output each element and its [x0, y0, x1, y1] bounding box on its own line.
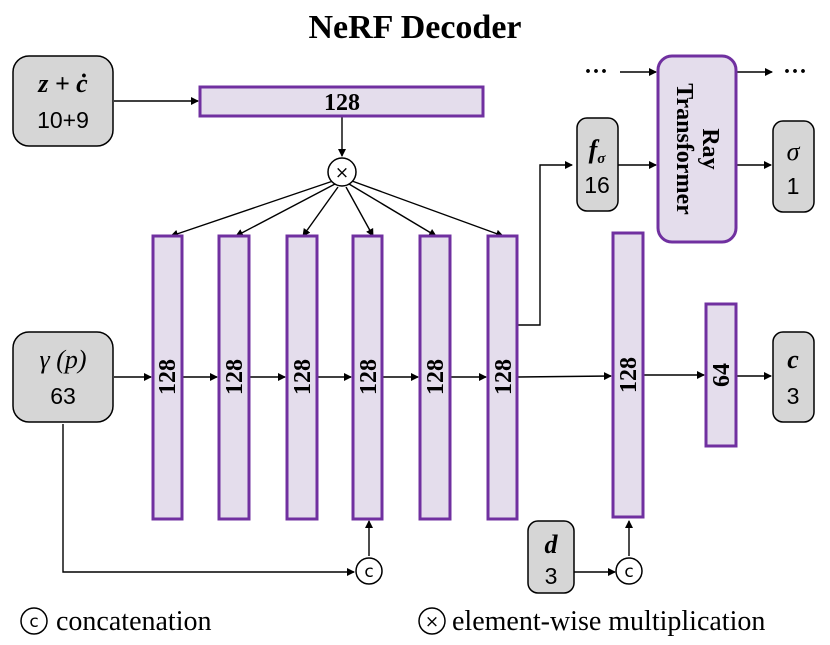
arrow-trunk-to-color-fc — [517, 372, 612, 381]
ray-transformer-line2: Transformer — [671, 83, 697, 215]
direction-input-var: d — [545, 530, 559, 559]
multiply-op-circle — [327, 157, 357, 187]
concat-op-color: c — [615, 557, 643, 585]
arrow-multiply-to-trunk-2 — [235, 183, 336, 237]
ellipsis-left: ··· — [584, 59, 608, 85]
diagram-title: NeRF Decoder — [308, 9, 521, 46]
trunk-layer-2-box — [217, 234, 251, 521]
features-dim: 16 — [584, 172, 610, 198]
density-output-node: σ 1 — [772, 120, 815, 213]
features-box — [576, 117, 619, 212]
position-input-node: γ (p) 63 — [12, 331, 114, 423]
arrow-multiply-to-trunk-3 — [302, 186, 339, 237]
arrow-multiply-to-trunk-6 — [351, 180, 504, 238]
trunk-layer-4: 128 — [351, 234, 384, 521]
color-fc-label: 128 — [616, 357, 642, 393]
ray-transformer-text: Ray Transformer — [671, 83, 723, 215]
features-sub: σ — [597, 151, 606, 167]
position-input-var: γ (p) — [39, 345, 86, 374]
arrow-trunk-to-features — [518, 161, 573, 326]
features-node: fσ 16 — [576, 117, 619, 212]
multiply-icon: × — [425, 612, 439, 632]
legend: c concatenation × element-wise multiplic… — [20, 606, 765, 637]
trunk-layer-4-box — [351, 234, 384, 521]
density-output-var: σ — [787, 137, 801, 166]
ray-transformer-block: Ray Transformer — [656, 54, 738, 244]
trunk-layer-3-box — [285, 234, 319, 521]
latent-input-dim: 10+9 — [37, 107, 89, 133]
latent-fc-layer: 128 — [198, 85, 485, 118]
color-output-dim: 3 — [787, 383, 800, 409]
latent-input-box — [12, 55, 114, 147]
position-input-box — [12, 331, 114, 423]
latent-input-var: z + ċ — [37, 69, 88, 98]
trunk-layer-2-label: 128 — [222, 359, 248, 395]
multiply-op: × — [327, 157, 357, 187]
arrow-multiply-to-trunk-1 — [170, 180, 334, 238]
direction-input-box — [527, 520, 575, 594]
ray-transformer-line1: Ray — [697, 128, 723, 169]
trunk-layer-6: 128 — [486, 234, 519, 521]
legend-concat: c concatenation — [20, 606, 211, 637]
legend-concat-label: concatenation — [56, 606, 211, 637]
color-output-var: c — [787, 345, 799, 374]
color-output-node: c 3 — [772, 331, 815, 423]
trunk-layer-1: 128 — [151, 234, 184, 521]
trunk-layer-5-box — [418, 234, 452, 521]
latent-fc-box — [198, 85, 485, 118]
concat-op-trunk: c — [355, 557, 383, 585]
direction-input-node: d 3 — [527, 520, 575, 594]
density-output-dim: 1 — [787, 173, 800, 199]
color-output-box — [772, 331, 815, 423]
latent-fc-label: 128 — [324, 90, 360, 116]
legend-multiply-label: element-wise multiplication — [452, 606, 765, 637]
trunk-layer-2: 128 — [217, 234, 251, 521]
latent-input-node: z + ċ 10+9 — [12, 55, 114, 147]
color-out-fc-label: 64 — [709, 363, 735, 387]
trunk-layer-5: 128 — [418, 234, 452, 521]
legend-multiply: × element-wise multiplication — [418, 606, 765, 637]
concat-icon: c — [624, 562, 633, 582]
color-out-fc-layer: 64 — [704, 302, 738, 448]
trunk-layer-1-box — [151, 234, 184, 521]
arrow-position-skip-to-concat — [62, 424, 355, 576]
trunk-layer-4-label: 128 — [356, 359, 382, 395]
concat-op-trunk-circle — [355, 557, 383, 585]
trunk-layer-5-label: 128 — [423, 359, 449, 395]
concat-op-color-circle — [615, 557, 643, 585]
connectors — [62, 68, 773, 576]
features-var: f — [589, 135, 600, 164]
legend-concat-circle — [20, 607, 48, 635]
ray-transformer-box — [656, 54, 738, 244]
ellipsis-right: ··· — [783, 59, 807, 85]
legend-multiply-circle — [418, 607, 446, 635]
trunk-layer-6-box — [486, 234, 519, 521]
concat-icon: c — [364, 562, 373, 582]
direction-input-dim: 3 — [545, 563, 558, 589]
color-out-fc-box — [704, 302, 738, 448]
density-output-box — [772, 120, 815, 213]
trunk-layers: 128 128 128 128 128 128 — [151, 234, 519, 521]
color-fc-layer: 128 — [611, 231, 645, 519]
trunk-layer-3-label: 128 — [290, 359, 316, 395]
trunk-layer-6-label: 128 — [491, 359, 517, 395]
arrow-multiply-to-trunk-5 — [348, 183, 437, 237]
position-input-dim: 63 — [50, 383, 76, 409]
trunk-layer-3: 128 — [285, 234, 319, 521]
concat-icon: c — [29, 612, 38, 632]
trunk-layer-1-label: 128 — [155, 359, 181, 395]
features-label: fσ — [589, 135, 607, 167]
multiply-icon: × — [335, 163, 349, 183]
arrow-multiply-to-trunk-4 — [345, 186, 374, 237]
color-fc-box — [611, 231, 645, 519]
